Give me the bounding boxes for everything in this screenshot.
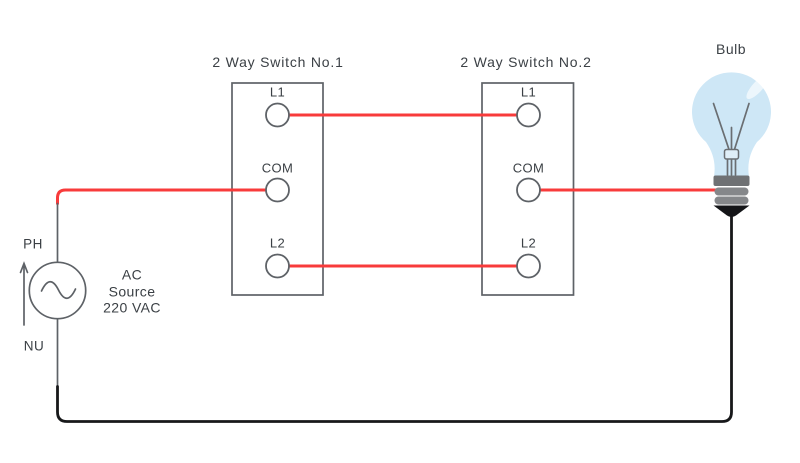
ac-source-label-line3: 220 VAC bbox=[103, 299, 161, 316]
bulb-filament-bead bbox=[723, 148, 740, 160]
switch2-terminal-l2-circle bbox=[516, 253, 541, 279]
phase-direction-arrow-icon bbox=[19, 261, 29, 326]
switch1-terminal-com-label: COM bbox=[261, 160, 294, 175]
switch1-title: 2 Way Switch No.1 bbox=[212, 54, 344, 70]
ac-source-circle bbox=[28, 261, 87, 320]
bulb-screw-cap bbox=[713, 175, 750, 186]
bulb-contact-tip bbox=[713, 205, 750, 217]
switch1-terminal-l2-circle bbox=[265, 253, 290, 279]
bulb-label: Bulb bbox=[715, 40, 747, 57]
bulb-glass-highlight bbox=[746, 74, 769, 100]
phase-label: PH bbox=[23, 236, 43, 252]
bulb-screw-thread-1 bbox=[714, 187, 749, 196]
ac-source-label-line2: Source bbox=[108, 282, 156, 299]
switch2-terminal-l2-label: L2 bbox=[520, 235, 537, 250]
neutral-wire-bulb-to-source bbox=[56, 215, 733, 423]
switch2-terminal-com-label: COM bbox=[512, 160, 545, 175]
switch1-terminal-l1-label: L1 bbox=[269, 84, 286, 99]
switch2-terminal-l1-label: L1 bbox=[520, 84, 537, 99]
switch1-terminal-com-circle bbox=[265, 177, 290, 203]
switch2-terminal-l1-circle bbox=[516, 102, 541, 128]
sine-wave-icon bbox=[40, 280, 77, 300]
switch1-terminal-l1-circle bbox=[265, 102, 290, 128]
bulb-screw-thread-2 bbox=[714, 196, 749, 205]
live-wire-source-to-com1 bbox=[56, 188, 279, 205]
switch2-title: 2 Way Switch No.2 bbox=[460, 54, 592, 70]
switch2-terminal-com-circle bbox=[516, 177, 541, 203]
switch1-terminal-l2-label: L2 bbox=[269, 235, 286, 250]
bulb-illustration bbox=[691, 72, 771, 217]
ac-source-label: AC Source 220 VAC bbox=[103, 266, 161, 316]
neutral-label: NU bbox=[23, 338, 45, 353]
ac-source-label-line1: AC bbox=[121, 266, 143, 283]
